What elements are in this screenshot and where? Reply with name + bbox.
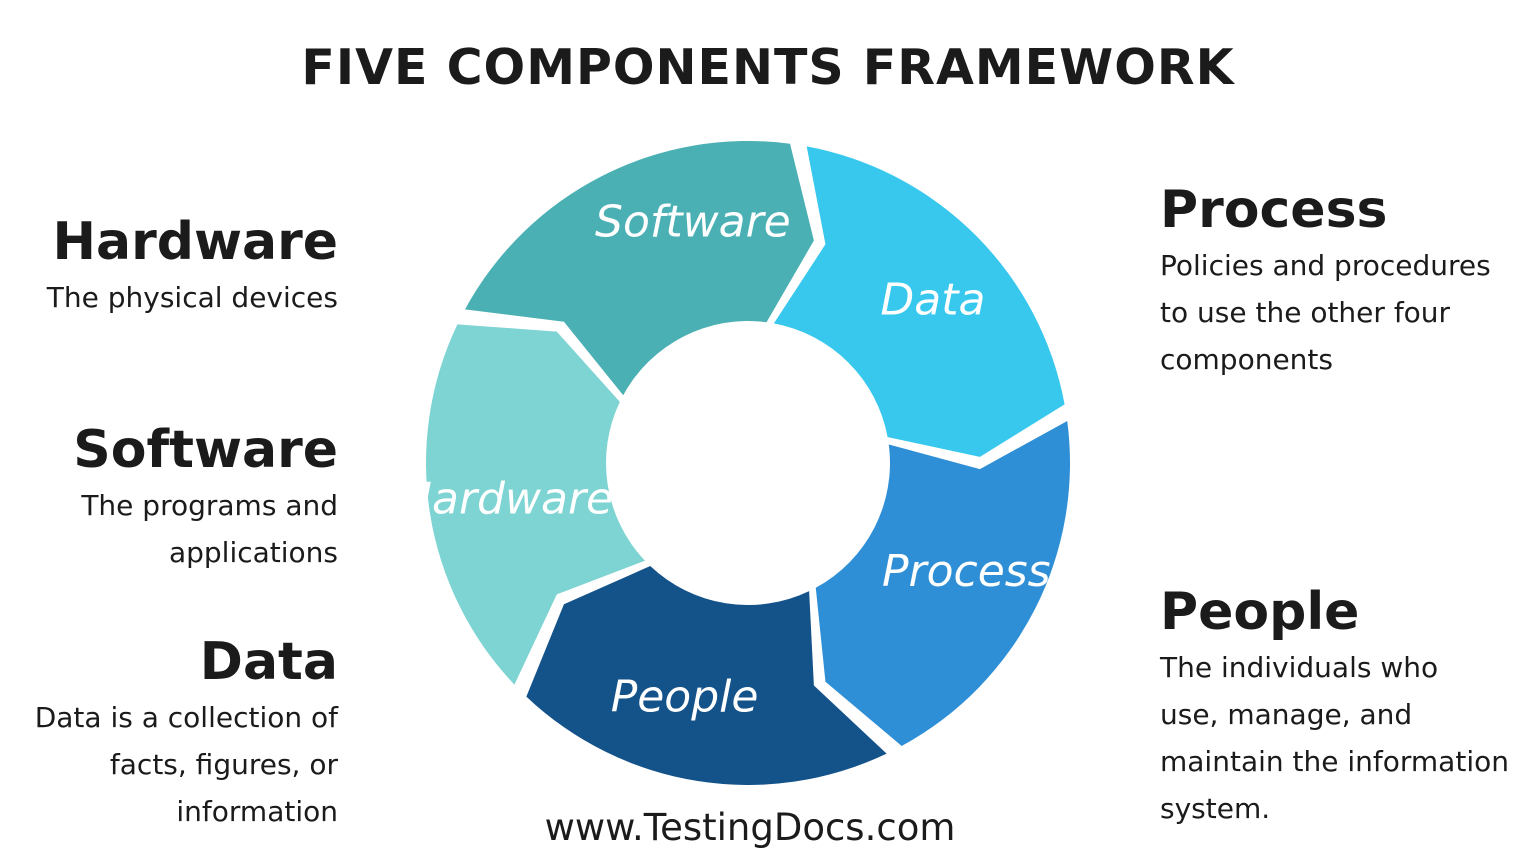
cycle-label-people: People (611, 672, 759, 723)
footer-url: www.TestingDocs.com (544, 806, 956, 849)
data-description: Data is a collection of facts, figures, … (34, 701, 338, 828)
people-block: People The individuals who use, manage, … (1160, 580, 1509, 832)
cycle-label-hardware: Hardware (399, 473, 613, 524)
process-heading: Process (1160, 180, 1388, 240)
cycle-label-data: Data (880, 274, 985, 325)
cycle-label-software: Software (595, 196, 791, 247)
process-description: Policies and procedures to use the other… (1160, 249, 1491, 376)
people-description: The individuals who use, manage, and mai… (1160, 651, 1509, 825)
software-block: Software The programs and applications (73, 418, 338, 576)
cycle-segment-software (465, 141, 814, 396)
people-heading: People (1160, 582, 1360, 642)
cycle-segment-data (773, 146, 1065, 457)
cycle-segment-process (815, 420, 1070, 746)
page-title: FIVE COMPONENTS FRAMEWORK (301, 39, 1235, 96)
cycle-segment-hardware (425, 324, 645, 685)
data-block: Data Data is a collection of facts, figu… (35, 630, 338, 835)
hardware-description: The physical devices (46, 281, 338, 314)
cycle-label-process: Process (882, 546, 1051, 597)
hardware-block: Hardware The physical devices (47, 210, 338, 321)
software-heading: Software (73, 420, 338, 480)
software-description: The programs and applications (81, 489, 338, 569)
hardware-heading: Hardware (52, 212, 338, 272)
cycle-segments (425, 141, 1070, 785)
process-block: Process Policies and procedures to use t… (1160, 178, 1491, 383)
data-heading: Data (199, 632, 338, 692)
cycle-segment-people (526, 566, 887, 785)
